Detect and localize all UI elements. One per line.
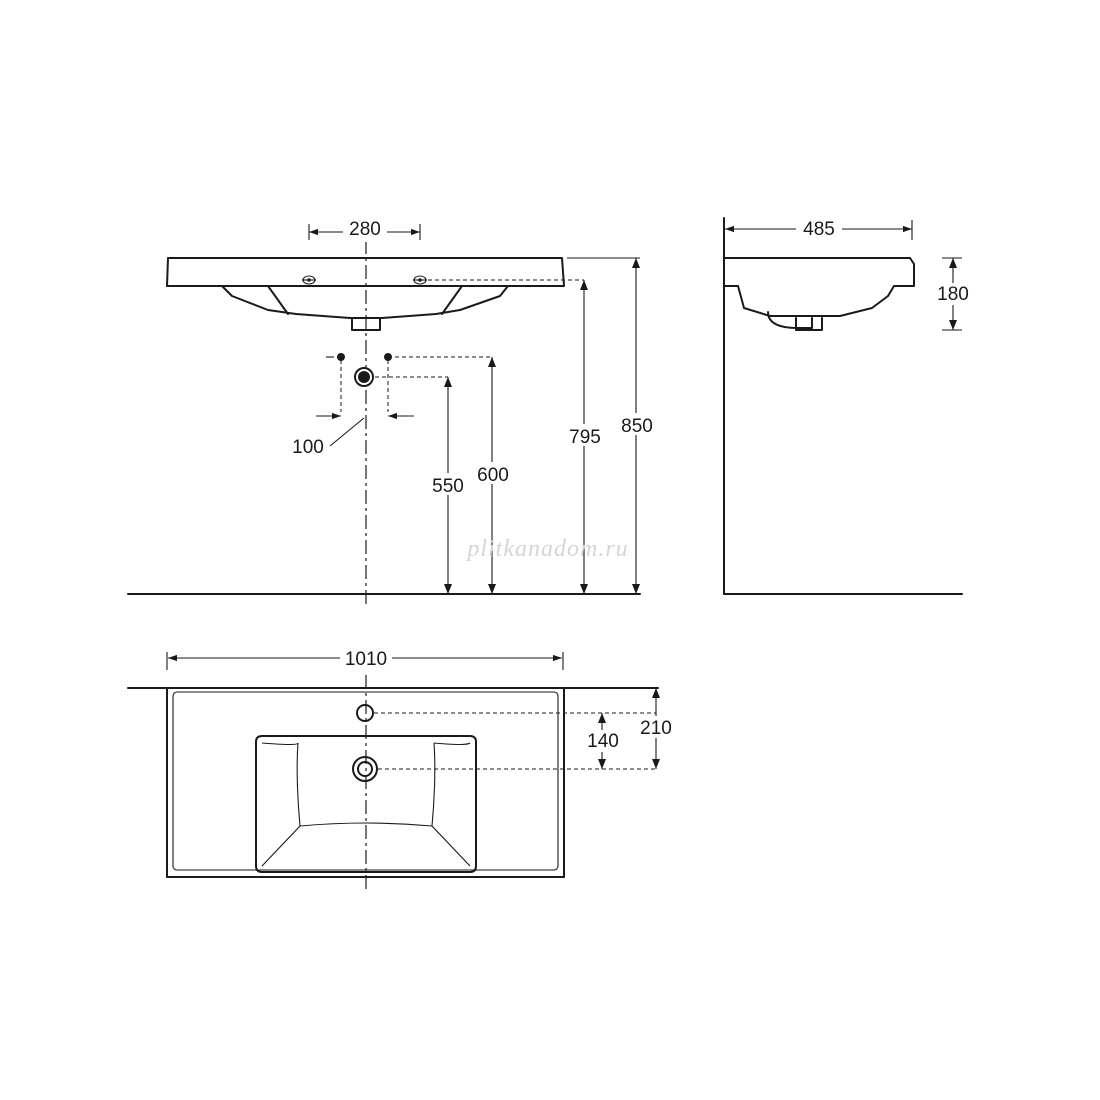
top-bowl-outline xyxy=(255,735,477,873)
dim-label-140: 140 xyxy=(587,731,619,752)
dim-140: 140 xyxy=(582,713,622,769)
tap-hole-right xyxy=(413,275,427,285)
dim-label-795: 795 xyxy=(569,427,601,448)
side-siphon xyxy=(767,311,813,329)
dim-280: 280 xyxy=(308,218,421,242)
basin-right-bracket xyxy=(441,285,463,315)
dim-label-1010: 1010 xyxy=(345,649,387,670)
drain-inner-top xyxy=(357,761,373,777)
side-drain-outlet xyxy=(795,317,823,331)
side-basin-profile xyxy=(723,257,915,317)
dim-label-180: 180 xyxy=(937,284,969,305)
dim-850: 850 xyxy=(567,257,656,594)
dim-485: 485 xyxy=(725,216,913,240)
dim-label-550: 550 xyxy=(432,476,464,497)
top-view: 1010 140 210 xyxy=(127,645,676,890)
dim-550: 550 xyxy=(428,377,468,594)
side-view: 485 180 xyxy=(723,216,972,595)
front-view: 280 100 550 600 795 xyxy=(127,218,656,607)
drain-pipe-core xyxy=(358,371,370,383)
watermark: plitkanadom.ru xyxy=(465,536,628,562)
basin-top-slab xyxy=(166,257,565,287)
top-bowl-inner xyxy=(261,742,471,867)
dim-label-850: 850 xyxy=(621,416,653,437)
dim-100: 100 xyxy=(292,412,414,458)
dim-label-600: 600 xyxy=(477,465,509,486)
dim-1010: 1010 xyxy=(166,645,564,670)
basin-underside xyxy=(221,285,509,319)
dim-180: 180 xyxy=(934,257,972,331)
dim-label-210: 210 xyxy=(640,718,672,739)
dim-795: 795 xyxy=(564,280,604,594)
tap-hole-left xyxy=(302,275,316,285)
dim-label-280: 280 xyxy=(349,219,381,240)
drain-outlet-front xyxy=(351,317,381,331)
tap-hole-top xyxy=(356,704,374,722)
dim-210: 210 xyxy=(636,688,676,769)
dim-label-100: 100 xyxy=(292,437,324,458)
drain-outer-top xyxy=(352,756,378,782)
water-inlet-left xyxy=(337,353,345,361)
basin-left-bracket xyxy=(267,285,289,315)
water-inlet-right xyxy=(384,353,392,361)
dim-600: 600 xyxy=(473,357,513,594)
dim-label-485: 485 xyxy=(803,219,835,240)
